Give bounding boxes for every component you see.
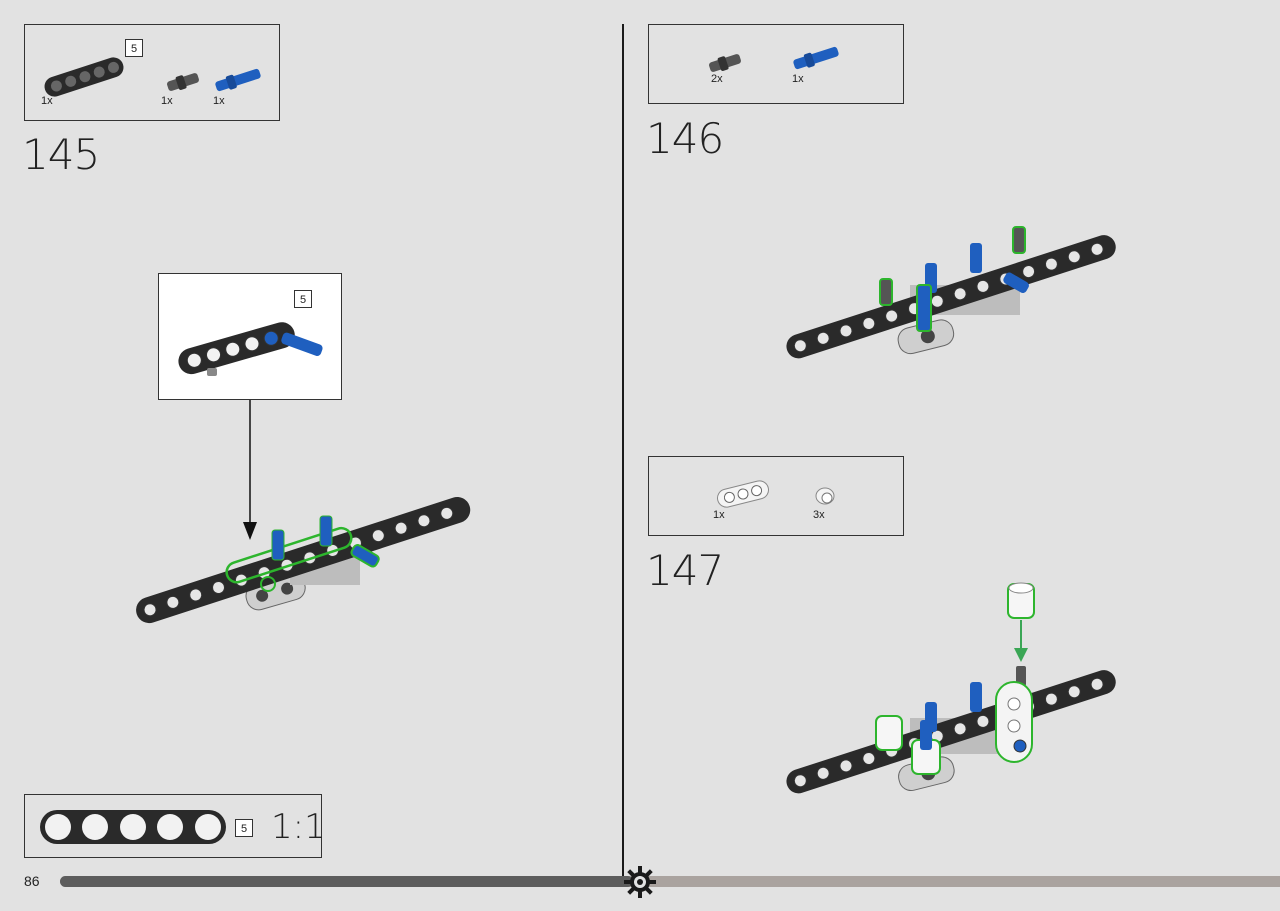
subassembly-callout: 5: [158, 273, 342, 400]
parts-list-step-147: 1x 3x: [648, 456, 904, 536]
length-badge: 5: [294, 290, 312, 308]
part-qty: 1x: [792, 73, 804, 85]
gray-axle-pin-icon: [709, 54, 741, 72]
part-qty: 3x: [813, 509, 825, 521]
gray-axle-pin-icon: [167, 73, 199, 91]
blue-axle-pin-icon: [793, 46, 839, 70]
page-number: 86: [24, 873, 40, 889]
gear-icon: [624, 866, 656, 898]
blue-axle-pin-icon: [215, 68, 261, 92]
step-146-model-illustration: [786, 226, 1116, 359]
part-qty: 1x: [713, 509, 725, 521]
page-divider: [622, 24, 624, 882]
step-145-model-illustration: [136, 496, 471, 624]
scale-label: 1:1: [271, 807, 326, 847]
length-scale-guide: 5 1:1: [24, 794, 326, 858]
step-number: 145: [22, 130, 100, 179]
part-qty: 1x: [213, 95, 225, 107]
white-bush-icon: [815, 487, 835, 505]
part-qty: 2x: [711, 73, 723, 85]
subassembly-illustration: [178, 322, 323, 376]
parts-list-step-145: 5 1x 1x 1x: [24, 24, 280, 121]
step-147-model-illustration: [786, 582, 1116, 794]
parts-list-step-146: 2x 1x: [648, 24, 904, 104]
step-number: 147: [646, 546, 724, 595]
callout-arrow: [243, 400, 257, 540]
part-qty: 1x: [41, 95, 53, 107]
white-liftarm-3-icon: [717, 480, 769, 508]
progress-bar-fill: [60, 876, 634, 887]
step-number: 146: [646, 114, 724, 163]
instructions-progress-bar: [60, 876, 1280, 887]
liftarm-1-to-1-icon: [40, 810, 226, 844]
part-qty: 1x: [161, 95, 173, 107]
black-liftarm-5-icon: [44, 57, 124, 97]
length-badge: 5: [235, 819, 253, 837]
length-badge: 5: [125, 39, 143, 57]
